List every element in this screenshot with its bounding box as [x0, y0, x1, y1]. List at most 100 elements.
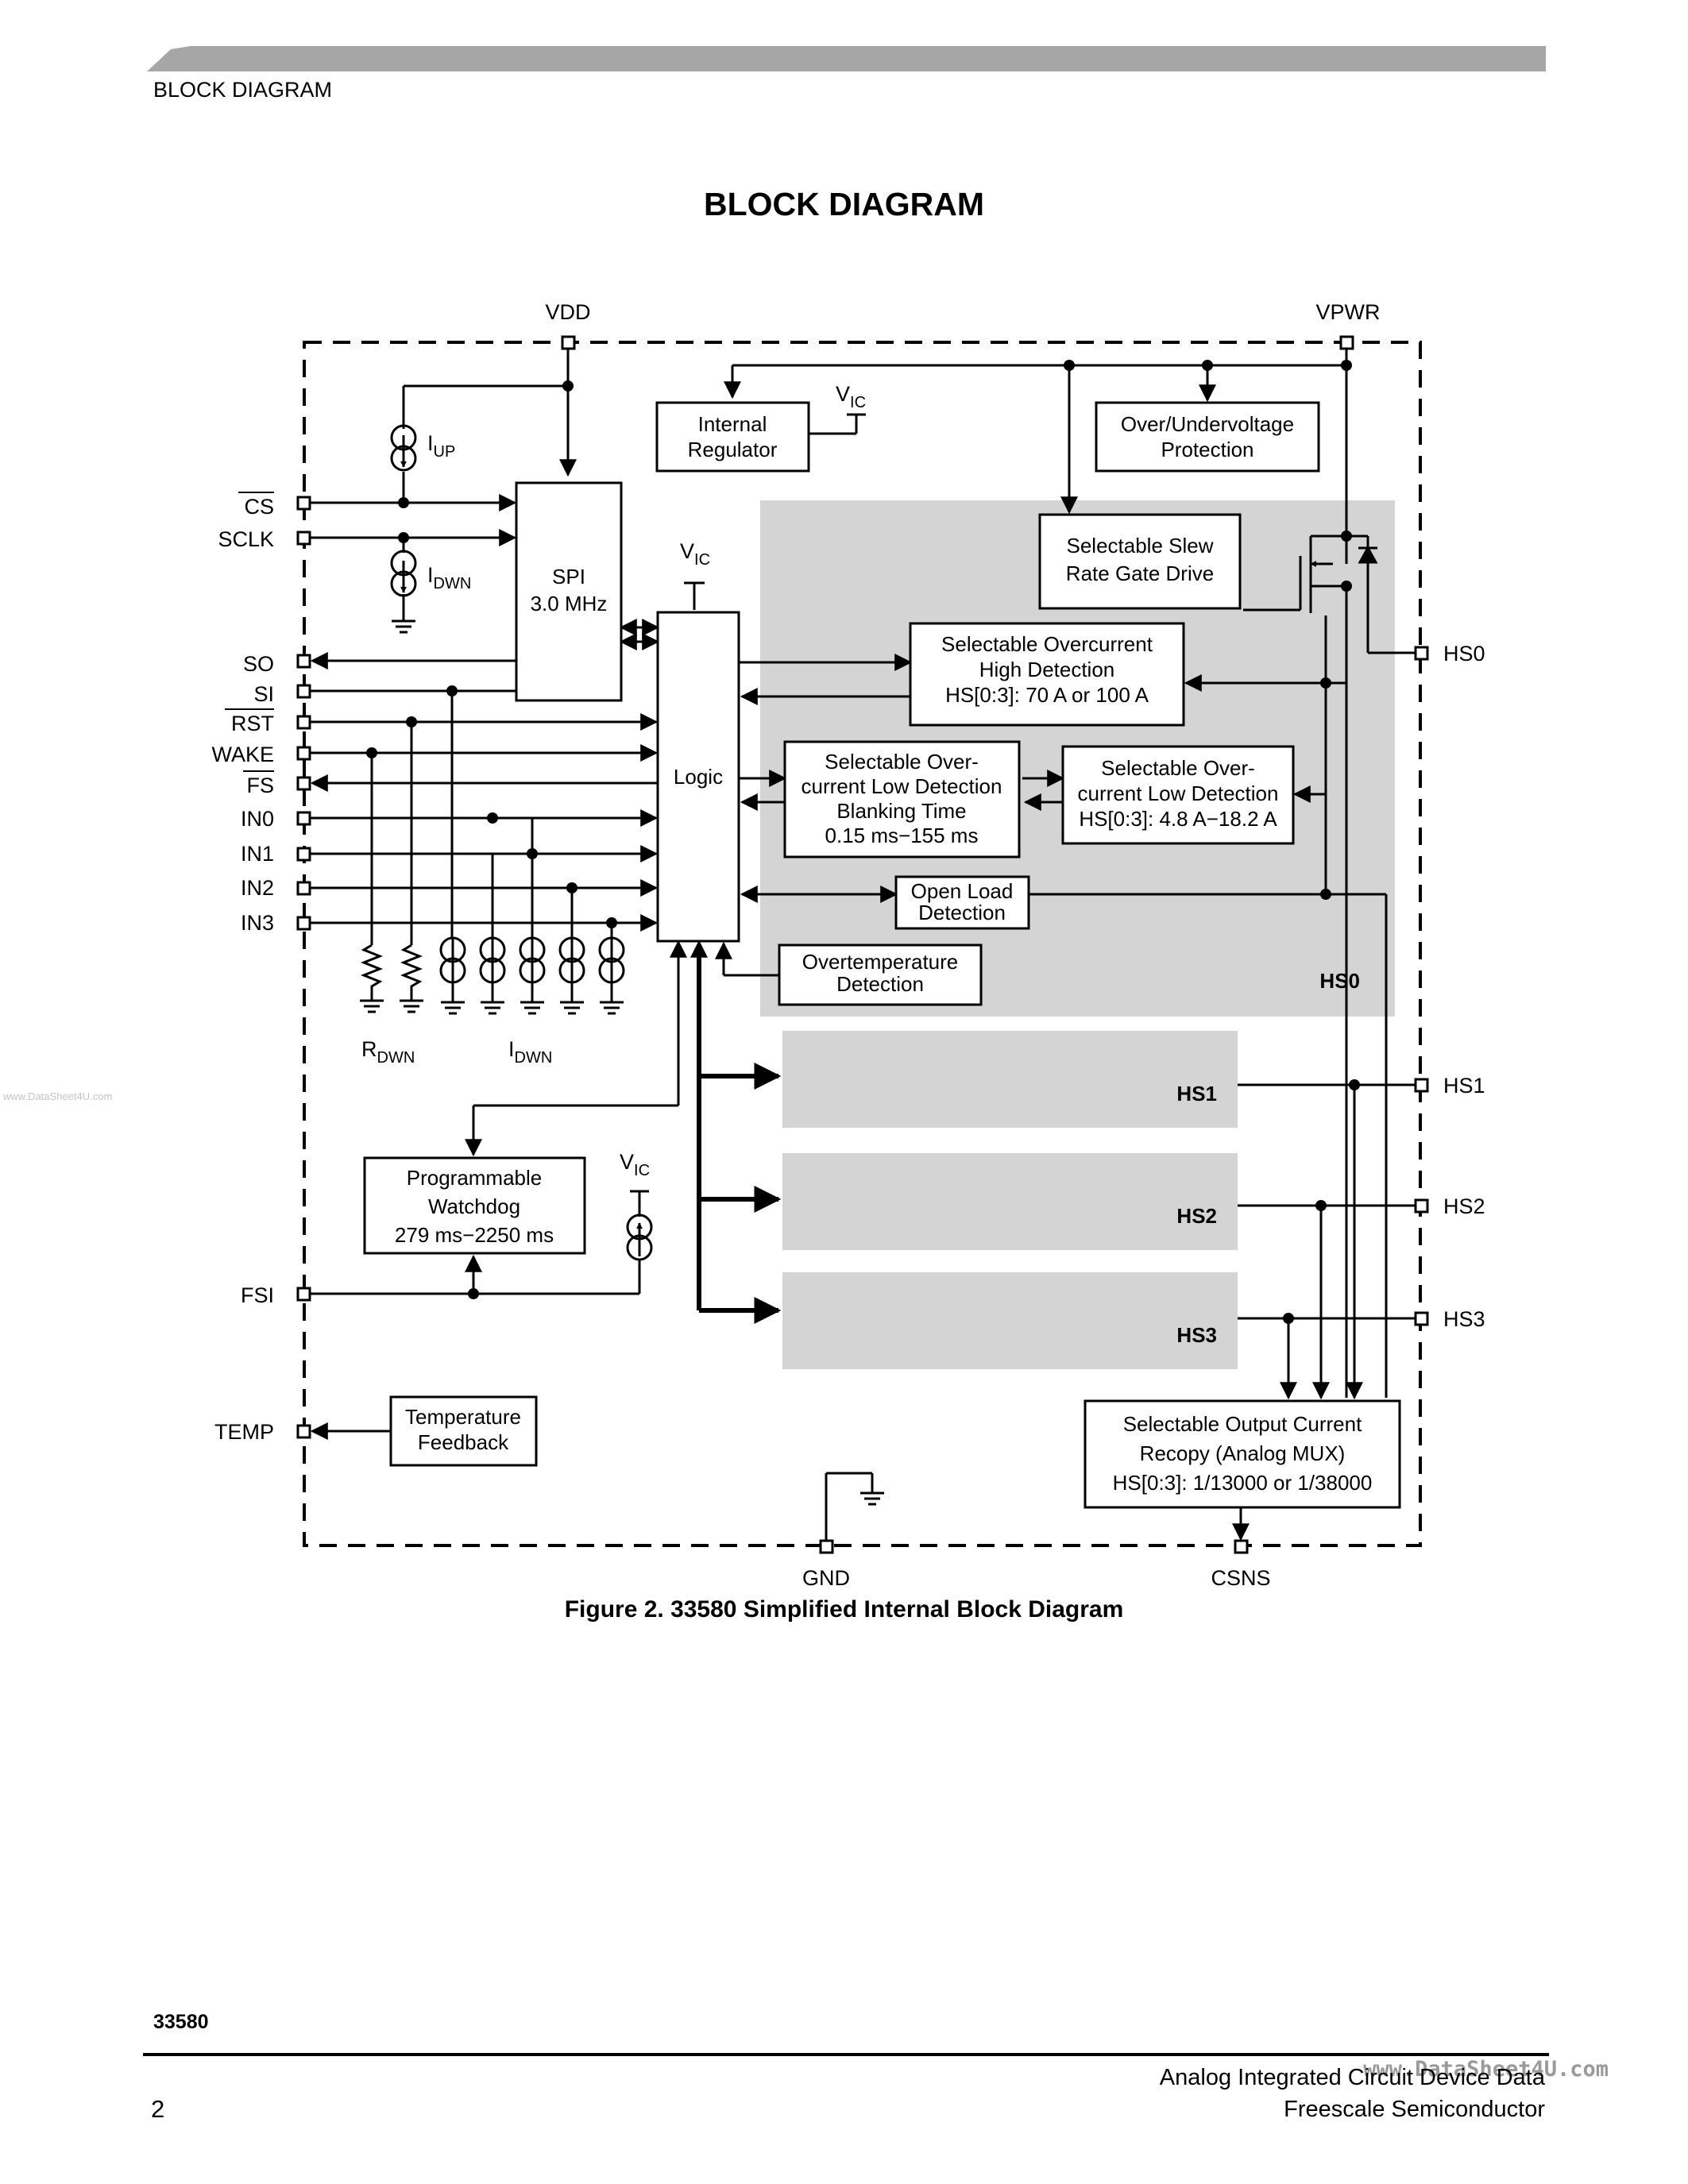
page-title: BLOCK DIAGRAM — [703, 186, 985, 222]
svg-text:VIC: VIC — [680, 539, 710, 569]
pulldown-sources — [439, 936, 625, 1002]
oc-high-line3: HS[0:3]: 70 A or 100 A — [945, 683, 1149, 707]
watchdog-line1: Programmable — [407, 1166, 543, 1190]
hs1-region — [782, 1031, 1238, 1128]
iup-sub: UP — [434, 443, 456, 461]
pin-in3: IN3 — [241, 911, 274, 935]
footer-rule — [143, 2053, 1549, 2056]
pin-fsi: FSI — [241, 1283, 274, 1307]
pin-vdd: VDD — [545, 300, 590, 324]
spi-block — [515, 481, 623, 702]
vic-label-logic: V — [680, 539, 694, 563]
open-load-line1: Open Load — [911, 879, 1014, 903]
pin-fs: FS — [246, 774, 274, 797]
pin-si: SI — [253, 682, 274, 706]
iup-label: I — [427, 431, 434, 455]
recopy-line1: Selectable Output Current — [1123, 1412, 1362, 1436]
vic-sub-regulator: IC — [850, 394, 866, 411]
pin-so: SO — [243, 652, 274, 676]
junction-dots — [366, 360, 1360, 1324]
publication-title: Analog Integrated Circuit Device Data — [1159, 2065, 1545, 2090]
hs0-region-label: HS0 — [1319, 969, 1360, 993]
section-label: BLOCK DIAGRAM — [153, 78, 333, 102]
logic-label: Logic — [674, 765, 723, 789]
slew-line2: Rate Gate Drive — [1066, 561, 1214, 585]
rdwn-label: R — [361, 1037, 377, 1061]
idwn-sub-bottom: DWN — [515, 1049, 553, 1067]
slew-line1: Selectable Slew — [1067, 534, 1214, 558]
figure-caption: Figure 2. 33580 Simplified Internal Bloc… — [564, 1596, 1124, 1623]
recopy-line3: HS[0:3]: 1/13000 or 1/38000 — [1113, 1471, 1373, 1495]
temperature-feedback-line2: Feedback — [418, 1430, 509, 1454]
oc-low-line3: HS[0:3]: 4.8 A−18.2 A — [1079, 807, 1277, 831]
pin-csns: CSNS — [1211, 1566, 1270, 1590]
overtemp-block — [778, 943, 983, 1006]
pin-squares — [296, 335, 1429, 1554]
spi-line2: 3.0 MHz — [531, 592, 608, 615]
open-load-block — [894, 875, 1030, 930]
idwn-sub-top: DWN — [434, 575, 472, 592]
watermark: www.DataSheet4U.com — [1363, 2057, 1609, 2082]
idwn-label-top: I — [427, 563, 434, 587]
vic-sub-logic: IC — [694, 551, 710, 569]
svg-text:IDWN: IDWN — [508, 1037, 552, 1067]
pin-rst: RST — [231, 712, 274, 735]
watchdog-block — [363, 1156, 586, 1255]
oc-blank-line4: 0.15 ms−155 ms — [825, 824, 979, 847]
vic-label-fsi: V — [620, 1150, 634, 1174]
oc-blank-line2: current Low Detection — [802, 774, 1002, 798]
open-load-line2: Detection — [918, 901, 1006, 924]
publisher: Freescale Semiconductor — [1284, 2097, 1545, 2122]
pin-cs: CS — [244, 495, 274, 519]
oc-blank-line1: Selectable Over- — [825, 750, 979, 774]
idwn-label-bottom: I — [508, 1037, 515, 1061]
pin-hs3: HS3 — [1443, 1307, 1485, 1331]
chip-boundary — [303, 341, 1422, 1547]
selectable-slew-block — [1038, 513, 1242, 610]
oc-low-line2: current Low Detection — [1078, 781, 1279, 805]
pin-in1: IN1 — [241, 842, 274, 866]
pin-in2: IN2 — [241, 876, 274, 900]
doc-number: 33580 — [153, 2011, 209, 2033]
oc-high-block — [909, 622, 1185, 727]
pin-in0: IN0 — [241, 807, 274, 831]
oc-high-line2: High Detection — [979, 658, 1115, 681]
vic-label-regulator: V — [836, 382, 850, 406]
overvoltage-line2: Protection — [1161, 438, 1253, 461]
watchdog-line3: 279 ms−2250 ms — [395, 1223, 554, 1247]
internal-regulator-line2: Regulator — [688, 438, 778, 461]
pin-hs2: HS2 — [1443, 1194, 1485, 1218]
svg-text:IDWN: IDWN — [427, 563, 471, 592]
overvoltage-line1: Over/Undervoltage — [1121, 412, 1294, 436]
hs3-region — [782, 1272, 1238, 1369]
oc-high-line1: Selectable Overcurrent — [941, 632, 1153, 656]
overvoltage-block — [1095, 401, 1320, 473]
internal-regulator-block — [655, 401, 810, 473]
spi-line1: SPI — [552, 565, 585, 588]
oc-low-block — [1061, 745, 1295, 845]
svg-text:RDWN: RDWN — [361, 1037, 415, 1067]
overtemp-line2: Detection — [836, 972, 924, 996]
rdwn-sub: DWN — [377, 1049, 415, 1067]
pin-gnd: GND — [802, 1566, 850, 1590]
temperature-feedback-line1: Temperature — [405, 1405, 521, 1429]
oc-blank-line3: Blanking Time — [836, 799, 966, 823]
pin-vpwr: VPWR — [1316, 300, 1381, 324]
pin-hs0: HS0 — [1443, 642, 1485, 666]
hs1-region-label: HS1 — [1176, 1082, 1217, 1106]
logic-block — [656, 611, 740, 943]
watchdog-line2: Watchdog — [428, 1194, 520, 1218]
hs2-region — [782, 1153, 1238, 1250]
svg-text:VIC: VIC — [620, 1150, 650, 1179]
pin-sclk: SCLK — [218, 527, 274, 551]
svg-text:VIC: VIC — [836, 382, 866, 411]
pin-wake: WAKE — [211, 743, 274, 766]
hs2-region-label: HS2 — [1176, 1204, 1217, 1228]
recopy-block — [1083, 1399, 1401, 1509]
oc-blanking-block — [783, 740, 1021, 859]
temperature-feedback-block — [389, 1395, 538, 1467]
recopy-line2: Recopy (Analog MUX) — [1140, 1441, 1346, 1465]
vic-sub-fsi: IC — [634, 1162, 650, 1179]
header-bar — [147, 46, 1546, 71]
